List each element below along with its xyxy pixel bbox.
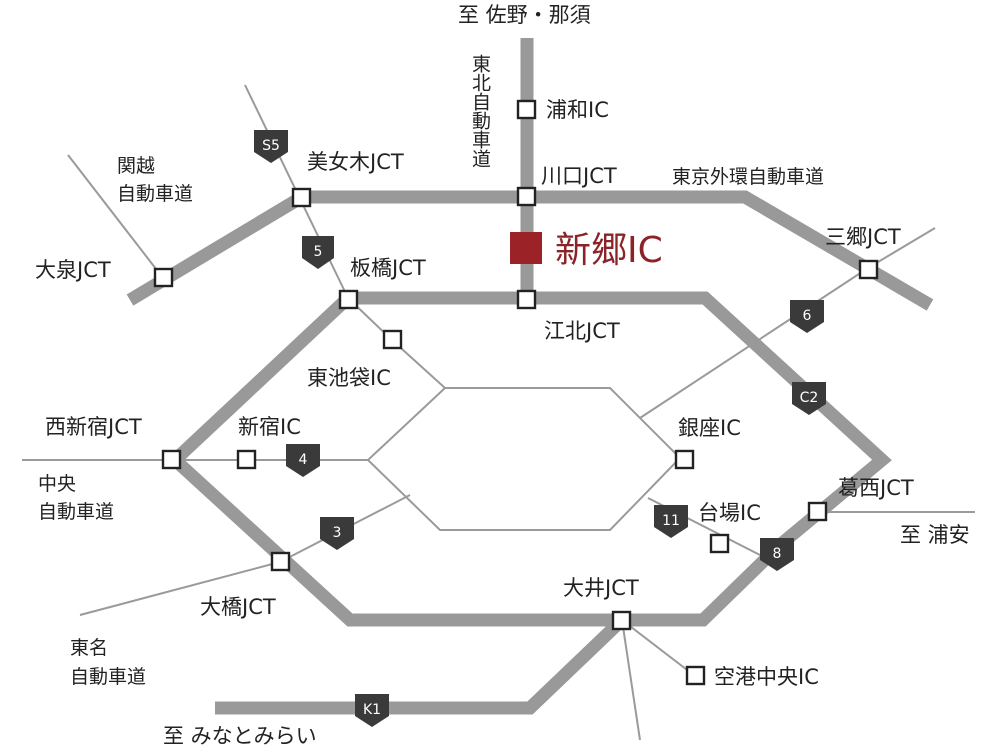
route-shield-6: 6: [790, 300, 824, 333]
svg-text:C2: C2: [800, 390, 819, 406]
ginza-ic-node: [674, 449, 695, 470]
route-shield-5: 5: [302, 236, 334, 269]
line-to-airport: [621, 619, 696, 677]
oi-jct-node: [611, 610, 632, 631]
oi-jct-label: 大井JCT: [563, 576, 639, 600]
shinjuku-ic-label: 新宿IC: [238, 415, 301, 439]
svg-text:3: 3: [333, 525, 342, 541]
kanetsu-expressway-label: 関越 自動車道: [117, 155, 193, 205]
kawaguchi-jct-node: [516, 186, 537, 207]
direction-south: 至 みなとみらい: [163, 724, 317, 748]
svg-text:4: 4: [299, 452, 308, 468]
svg-text:東名: 東名: [70, 637, 108, 659]
kawaguchi-jct-label: 川口JCT: [541, 164, 617, 188]
chuo-expressway-label: 中央 自動車道: [38, 473, 114, 523]
route-shield-4: 4: [286, 444, 320, 477]
itabashi-jct-label: 板橋JCT: [350, 256, 426, 280]
kohoku-jct-node: [516, 289, 537, 310]
route-shield-8: 8: [760, 538, 794, 571]
svg-text:自動車道: 自動車道: [38, 501, 114, 523]
direction-north: 至 佐野・那須: [458, 3, 591, 27]
shingo-ic-marker: [510, 232, 542, 264]
route-shield-s5: S5: [254, 130, 288, 163]
k1-road: [215, 615, 627, 715]
bijogi-jct-label: 美女木JCT: [307, 150, 404, 174]
route-shield-k1: K1: [355, 694, 389, 727]
svg-text:自動車道: 自動車道: [117, 183, 193, 205]
central-circular-road: [165, 291, 892, 627]
route-shield-c2: C2: [792, 382, 826, 415]
tohoku-expressway-label: 東北自動車道: [469, 54, 491, 168]
route-shield-3: 3: [320, 517, 354, 550]
svg-text:自動車道: 自動車道: [70, 666, 146, 688]
oizumi-jct-label: 大泉JCT: [35, 258, 111, 282]
oizumi-jct-node: [153, 267, 174, 288]
urawa-ic-node: [516, 99, 537, 120]
ohashi-jct-node: [270, 551, 291, 572]
shinjuku-ic-node: [236, 449, 257, 470]
svg-text:関越: 関越: [117, 155, 155, 177]
tomei-line: [79, 561, 281, 616]
misato-jct-node: [858, 259, 879, 280]
line-oi-south: [621, 619, 641, 741]
daiba-ic-node: [709, 533, 730, 554]
svg-text:8: 8: [773, 546, 782, 562]
kasai-jct-label: 葛西JCT: [838, 476, 914, 500]
bijogi-jct-node: [291, 187, 312, 208]
inner-circular-route: [366, 387, 682, 531]
airport-ic-label: 空港中央IC: [714, 665, 819, 689]
svg-text:S5: S5: [262, 138, 280, 154]
higashiikebukuro-ic-node: [382, 329, 403, 350]
daiba-ic-label: 台場IC: [698, 501, 761, 525]
kohoku-jct-label: 江北JCT: [544, 319, 620, 343]
tomei-expressway-label: 東名 自動車道: [70, 637, 146, 688]
ohashi-jct-label: 大橋JCT: [200, 595, 276, 619]
nishishinjuku-jct-label: 西新宿JCT: [45, 415, 142, 439]
line-misato-ext: [867, 227, 936, 269]
svg-text:中央: 中央: [38, 473, 76, 495]
kasai-jct-node: [807, 501, 828, 522]
shingo-ic-label: 新郷IC: [555, 230, 663, 271]
misato-jct-label: 三郷JCT: [825, 225, 901, 249]
svg-text:6: 6: [803, 308, 812, 324]
airport-ic-node: [685, 665, 706, 686]
gaikan-expressway-label: 東京外環自動車道: [672, 166, 824, 188]
itabashi-jct-node: [338, 289, 359, 310]
direction-east: 至 浦安: [900, 523, 970, 547]
higashiikebukuro-ic-label: 東池袋IC: [307, 366, 391, 390]
ginza-ic-label: 銀座IC: [678, 416, 741, 440]
svg-text:K1: K1: [363, 702, 381, 718]
kanetsu-line: [67, 154, 164, 279]
urawa-ic-label: 浦和IC: [546, 98, 609, 122]
svg-text:11: 11: [662, 513, 680, 529]
route-shield-11: 11: [654, 505, 688, 538]
nishishinjuku-jct-node: [161, 449, 182, 470]
svg-text:5: 5: [314, 244, 323, 260]
